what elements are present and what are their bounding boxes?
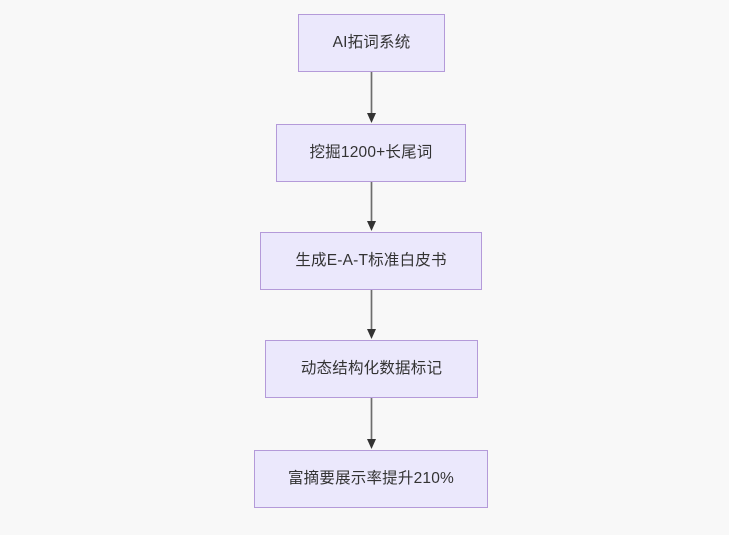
flow-node-dynamic-structured-data-markup[interactable]: 动态结构化数据标记 <box>265 340 478 398</box>
flow-node-label: AI拓词系统 <box>332 33 411 51</box>
flow-node-label: 生成E-A-T标准白皮书 <box>295 251 447 269</box>
flow-node-generate-eat-whitepaper[interactable]: 生成E-A-T标准白皮书 <box>260 232 482 290</box>
flow-node-ai-keyword-system[interactable]: AI拓词系统 <box>298 14 445 72</box>
flow-node-label: 挖掘1200+长尾词 <box>309 143 433 161</box>
flow-node-label: 动态结构化数据标记 <box>300 359 443 377</box>
flow-node-label: 富摘要展示率提升210% <box>287 469 455 487</box>
flow-node-mine-longtail-keywords[interactable]: 挖掘1200+长尾词 <box>276 124 466 182</box>
flow-node-rich-snippet-rate-increase[interactable]: 富摘要展示率提升210% <box>254 450 488 508</box>
